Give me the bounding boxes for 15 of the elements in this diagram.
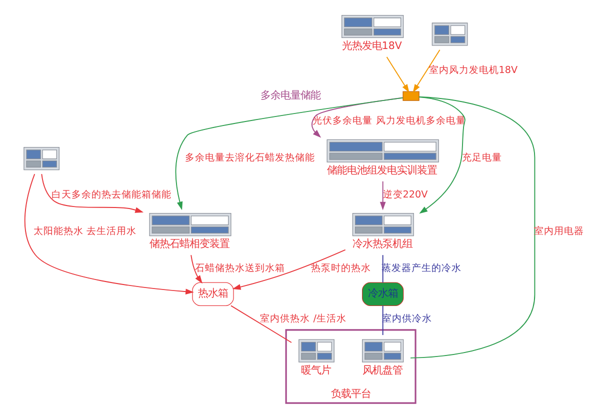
node-label: 风机盘管 (362, 364, 402, 376)
label: 多余电量储能 (260, 89, 321, 102)
node-label: 储能电池组发电实训装置 (327, 164, 438, 176)
node-label: 冷水热泵机组 (352, 238, 413, 250)
edge-label: 太阳能热水 去生活用水 (34, 226, 137, 238)
node-label: 暖气片 (301, 364, 332, 376)
node-label: 储热石蜡相变装置 (150, 238, 230, 250)
node-label: 光热发电18V (342, 40, 402, 52)
edge-label: 室内供热水 /生活水 (260, 314, 347, 325)
edge-label: 白天多余的热去储能箱储能 (51, 189, 172, 200)
edge-label: 室内风力发电机18V (428, 64, 518, 76)
edge-label: 多余电量去溶化石蜡发热储能 (185, 152, 316, 164)
edge-label: 热泵时的热水 (310, 263, 371, 274)
edge-label: 充足电量 (462, 152, 502, 164)
edge-label: 石蜡储热水送到水箱 (194, 263, 285, 274)
